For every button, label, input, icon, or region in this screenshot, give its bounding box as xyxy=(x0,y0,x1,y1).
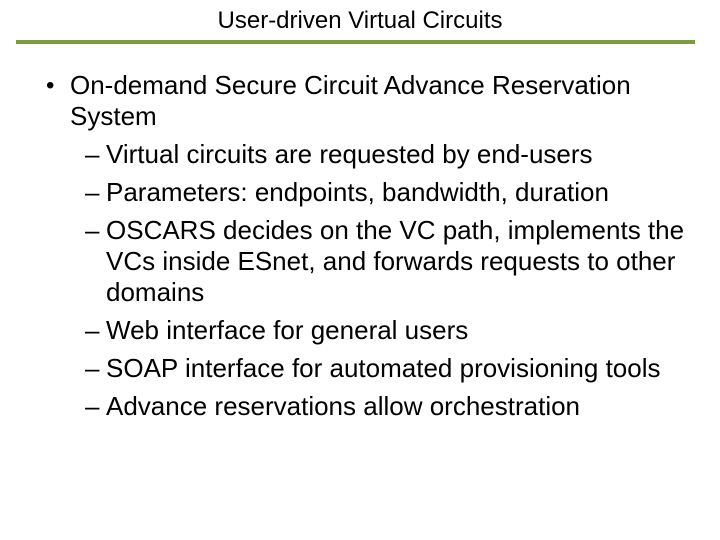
dash-marker: – xyxy=(85,315,100,345)
bullet-item: – Web interface for general users xyxy=(85,315,700,346)
bullet-text: OSCARS decides on the VC path, implement… xyxy=(106,215,685,307)
dash-marker: – xyxy=(85,353,100,383)
bullet-text: Virtual circuits are requested by end-us… xyxy=(106,139,593,169)
bullet-item: – Parameters: endpoints, bandwidth, dura… xyxy=(85,177,700,208)
bullet-text: On-demand Secure Circuit Advance Reserva… xyxy=(70,70,631,131)
bullet-item: – Advance reservations allow orchestrati… xyxy=(85,391,700,422)
dash-marker: – xyxy=(85,177,100,207)
bullet-list: • On-demand Secure Circuit Advance Reser… xyxy=(46,70,700,429)
bullet-text: Parameters: endpoints, bandwidth, durati… xyxy=(106,177,609,207)
bullet-marker: • xyxy=(46,72,55,99)
bullet-text: Advance reservations allow orchestration xyxy=(106,391,581,421)
bullet-text: SOAP interface for automated provisionin… xyxy=(106,353,661,383)
bullet-item: – Virtual circuits are requested by end-… xyxy=(85,139,700,170)
dash-marker: – xyxy=(85,215,100,245)
slide-title: User-driven Virtual Circuits xyxy=(217,7,503,34)
dash-marker: – xyxy=(85,391,100,421)
dash-marker: – xyxy=(85,139,100,169)
title-underline-rule xyxy=(16,40,695,44)
bullet-item: – OSCARS decides on the VC path, impleme… xyxy=(85,215,700,308)
bullet-text: Web interface for general users xyxy=(106,315,469,345)
bullet-item: – SOAP interface for automated provision… xyxy=(85,353,700,384)
bullet-item: • On-demand Secure Circuit Advance Reser… xyxy=(46,70,700,132)
